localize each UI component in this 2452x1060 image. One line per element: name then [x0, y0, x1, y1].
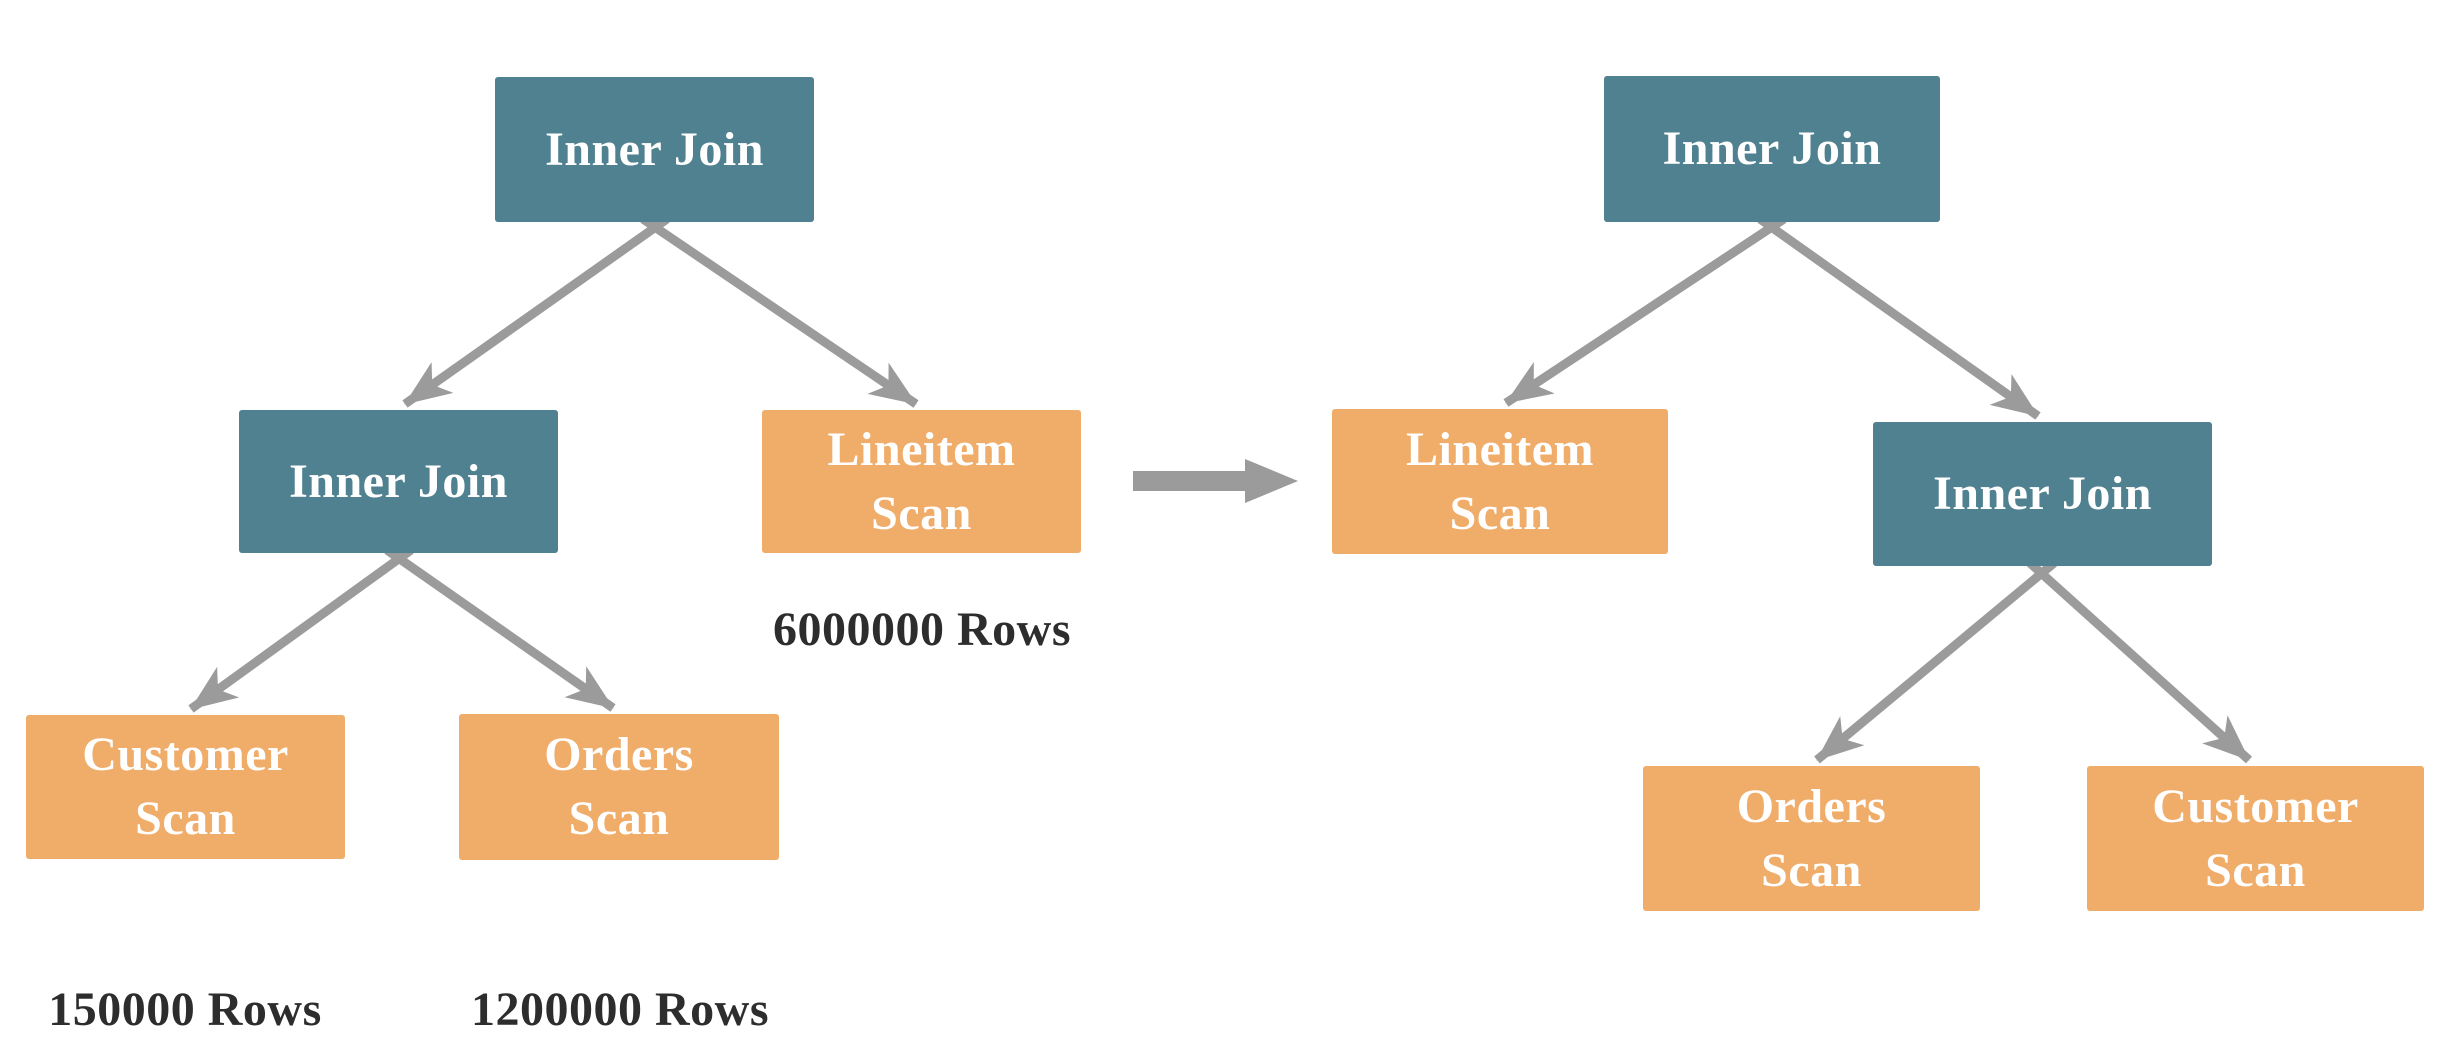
node-label: Inner Join: [1933, 467, 2152, 520]
node-label-line2: Scan: [2205, 843, 2306, 897]
edge-left-root-to-join: [402, 215, 670, 408]
node-label-line2: Scan: [1449, 486, 1551, 540]
left-lineitem-scan-node: Lineitem Scan: [762, 410, 1081, 553]
left-root-inner-join-node: Inner Join: [495, 77, 814, 222]
node-label-line1: Orders: [1736, 779, 1887, 833]
node-label: Inner Join: [289, 454, 508, 508]
edge-right-join-to-customer: [2026, 559, 2253, 764]
right-orders-scan-node: Orders Scan: [1643, 766, 1980, 911]
edge-left-root-to-lineitem: [640, 215, 919, 408]
node-label-line1: Customer: [2152, 779, 2359, 833]
node-label: Inner Join: [1662, 122, 1882, 175]
left-orders-scan-node: Orders Scan: [459, 714, 779, 860]
left-inner-join-node: Inner Join: [239, 410, 558, 553]
edge-left-join-to-orders: [384, 546, 616, 712]
edge-right-join-to-orders: [1814, 559, 2057, 764]
edge-right-root-to-join: [1757, 215, 2041, 420]
right-inner-join-node: Inner Join: [1873, 422, 2212, 566]
lineitem-rows-count-label: 6000000 Rows: [772, 603, 1071, 656]
node-label-line1: Customer: [82, 728, 289, 781]
right-lineitem-scan-node: Lineitem Scan: [1332, 409, 1668, 554]
node-label-line2: Scan: [1761, 843, 1862, 897]
node-label-line1: Lineitem: [827, 422, 1016, 476]
node-label-line1: Orders: [544, 728, 694, 781]
right-customer-scan-node: Customer Scan: [2087, 766, 2424, 911]
node-label-line2: Scan: [135, 792, 236, 845]
edge-left-join-to-customer: [188, 546, 414, 713]
customer-rows-count-label: 150000 Rows: [48, 983, 322, 1036]
node-label: Inner Join: [545, 122, 764, 176]
right-root-inner-join-node: Inner Join: [1604, 76, 1940, 222]
node-label-line2: Scan: [568, 792, 670, 845]
node-label-line2: Scan: [871, 486, 972, 540]
edge-right-root-to-lineitem: [1503, 215, 1787, 407]
node-label-line1: Lineitem: [1406, 422, 1594, 476]
left-customer-scan-node: Customer Scan: [26, 715, 345, 859]
transform-arrow-icon: [1133, 459, 1298, 503]
orders-rows-count-label: 1200000 Rows: [470, 983, 769, 1036]
